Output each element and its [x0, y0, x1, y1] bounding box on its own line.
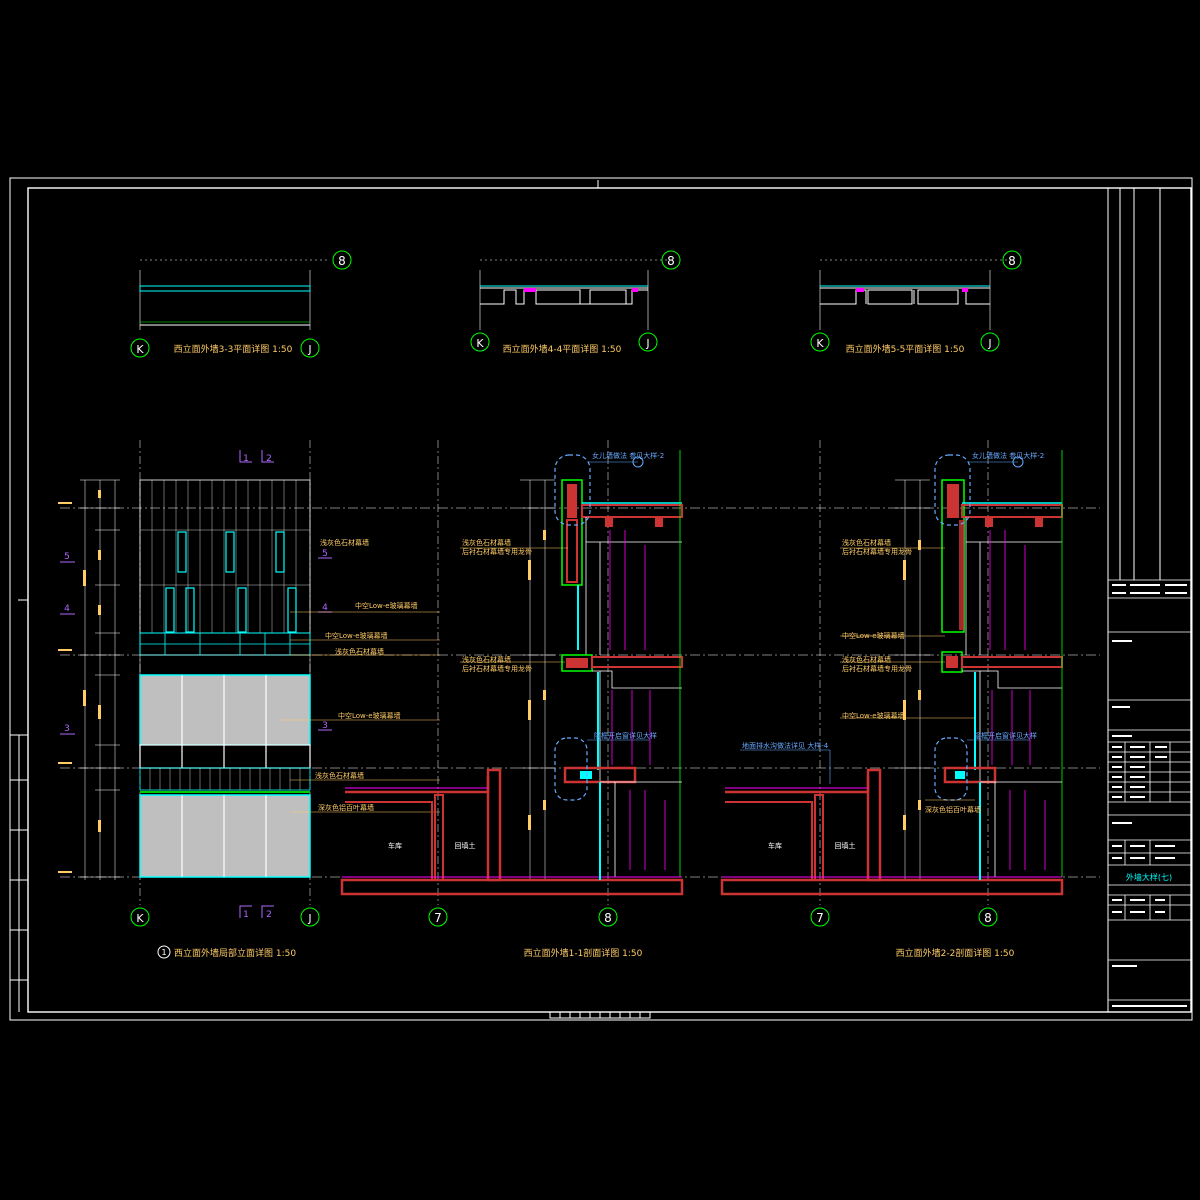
callout-note: 地面排水沟做法详见 大样-4	[742, 741, 829, 750]
axis-bubble	[598, 907, 618, 927]
annotation: 后衬石材幕墙专用龙骨	[462, 664, 532, 673]
callout-note: 隐框开启窗详见大样	[594, 731, 657, 740]
axis-bubble	[980, 332, 1000, 352]
axis-bubble	[428, 907, 448, 927]
room-label: 回填土	[835, 841, 856, 850]
axis-label: K	[476, 337, 484, 350]
annotation: 浅灰色石材幕墙	[842, 538, 891, 547]
plan-title: 西立面外墙5-5平面详图 1:50	[846, 343, 965, 355]
axis-bubble	[130, 338, 150, 358]
annotation: 后衬石材幕墙专用龙骨	[842, 547, 912, 556]
section-2-view: 女儿墙做法 参见大样-2 隐框开启窗详见大样 地面排水沟做法详见 大样-4 浅灰…	[720, 450, 1064, 959]
side-tag: 3	[64, 724, 70, 734]
axis-label: 7	[816, 911, 824, 925]
axis-bubble	[332, 250, 352, 270]
axis-bubble	[810, 332, 830, 352]
axis-label: J	[307, 343, 311, 356]
annotation: 浅灰色石材幕墙	[315, 771, 364, 780]
detail-number: 1	[161, 948, 166, 957]
annotation: 后衬石材幕墙专用龙骨	[842, 664, 912, 673]
axis-bubble	[1002, 250, 1022, 270]
axis-bubble	[470, 332, 490, 352]
elevation-view: 1 2 1 2 5 4 3 5 4 3 浅灰色石材幕墙 中	[60, 450, 440, 959]
axis-label: 8	[1008, 254, 1016, 268]
plan-title: 西立面外墙3-3平面详图 1:50	[174, 343, 293, 355]
plan-detail-3: 8 K J 西立面外墙5-5平面详图 1:50	[810, 250, 1022, 355]
section-tag: 1	[243, 910, 249, 920]
level-markers	[58, 502, 72, 873]
axis-bubble	[661, 250, 681, 270]
plan-title: 西立面外墙4-4平面详图 1:50	[503, 343, 622, 355]
annotation: 浅灰色石材幕墙	[320, 538, 369, 547]
axis-label: 8	[604, 911, 612, 925]
sheet-frame	[9, 177, 1193, 1021]
plan-detail-2: 8 K J 西立面外墙4-4平面详图 1:50	[470, 250, 681, 355]
axis-label: K	[136, 343, 144, 356]
section-tag: 1	[243, 454, 249, 464]
annotation: 后衬石材幕墙专用龙骨	[462, 547, 532, 556]
axis-label: J	[645, 337, 649, 350]
title-block-text-marks	[1112, 584, 1187, 1007]
annotation: 深灰色铝百叶幕墙	[925, 805, 981, 814]
panel-tag: 3	[322, 721, 328, 731]
annotation: 浅灰色石材幕墙	[462, 538, 511, 547]
elevation-title: 西立面外墙局部立面详图 1:50	[174, 947, 296, 959]
axis-label: 8	[338, 254, 346, 268]
axis-label: J	[987, 337, 991, 350]
drawing-name: 外墙大样(七)	[1126, 872, 1172, 882]
section-tag: 2	[266, 910, 272, 920]
section-title: 西立面外墙2-2剖面详图 1:50	[896, 947, 1015, 959]
plan-detail-1: 8 K J 西立面外墙3-3平面详图 1:50	[130, 250, 352, 358]
section-1-view: 女儿墙做法 参见大样-2 隐框开启窗详见大样 浅灰色石材幕墙 后衬石材幕墙专用龙…	[340, 450, 684, 959]
axis-label: 8	[984, 911, 992, 925]
room-label: 车库	[388, 841, 402, 850]
callout-note: 女儿墙做法 参见大样-2	[592, 451, 664, 460]
annotation: 深灰色铝百叶幕墙	[318, 803, 374, 812]
callout-note: 女儿墙做法 参见大样-2	[972, 451, 1044, 460]
section-tag: 2	[266, 454, 272, 464]
panel-tag: 4	[322, 603, 328, 613]
axis-bubble	[300, 907, 320, 927]
axis-bubble	[300, 338, 320, 358]
axis-bubble	[810, 907, 830, 927]
axis-label: K	[816, 337, 824, 350]
annotation: 浅灰色石材幕墙	[335, 647, 384, 656]
annotation: 浅灰色石材幕墙	[462, 655, 511, 664]
annotation: 中空Low-e玻璃幕墙	[338, 711, 401, 720]
annotation: 中空Low-e玻璃幕墙	[842, 631, 905, 640]
section-title: 西立面外墙1-1剖面详图 1:50	[524, 947, 643, 959]
axis-label: J	[307, 912, 311, 925]
annotation: 中空Low-e玻璃幕墙	[355, 601, 418, 610]
annotation: 中空Low-e玻璃幕墙	[842, 711, 905, 720]
detail-number-bubble	[157, 945, 171, 959]
room-label: 车库	[768, 841, 782, 850]
callout-note: 隐框开启窗详见大样	[974, 731, 1037, 740]
axis-label: 7	[434, 911, 442, 925]
axis-bubble	[130, 907, 150, 927]
axis-bubble	[978, 907, 998, 927]
side-tag: 5	[64, 552, 70, 562]
annotation: 中空Low-e玻璃幕墙	[325, 631, 388, 640]
axis-label: K	[136, 912, 144, 925]
room-label: 回填土	[455, 841, 476, 850]
axis-bubble	[638, 332, 658, 352]
annotation: 浅灰色石材幕墙	[842, 655, 891, 664]
side-tag: 4	[64, 604, 70, 614]
axis-label: 8	[667, 254, 675, 268]
title-block	[1108, 579, 1191, 1001]
panel-tag: 5	[322, 549, 328, 559]
